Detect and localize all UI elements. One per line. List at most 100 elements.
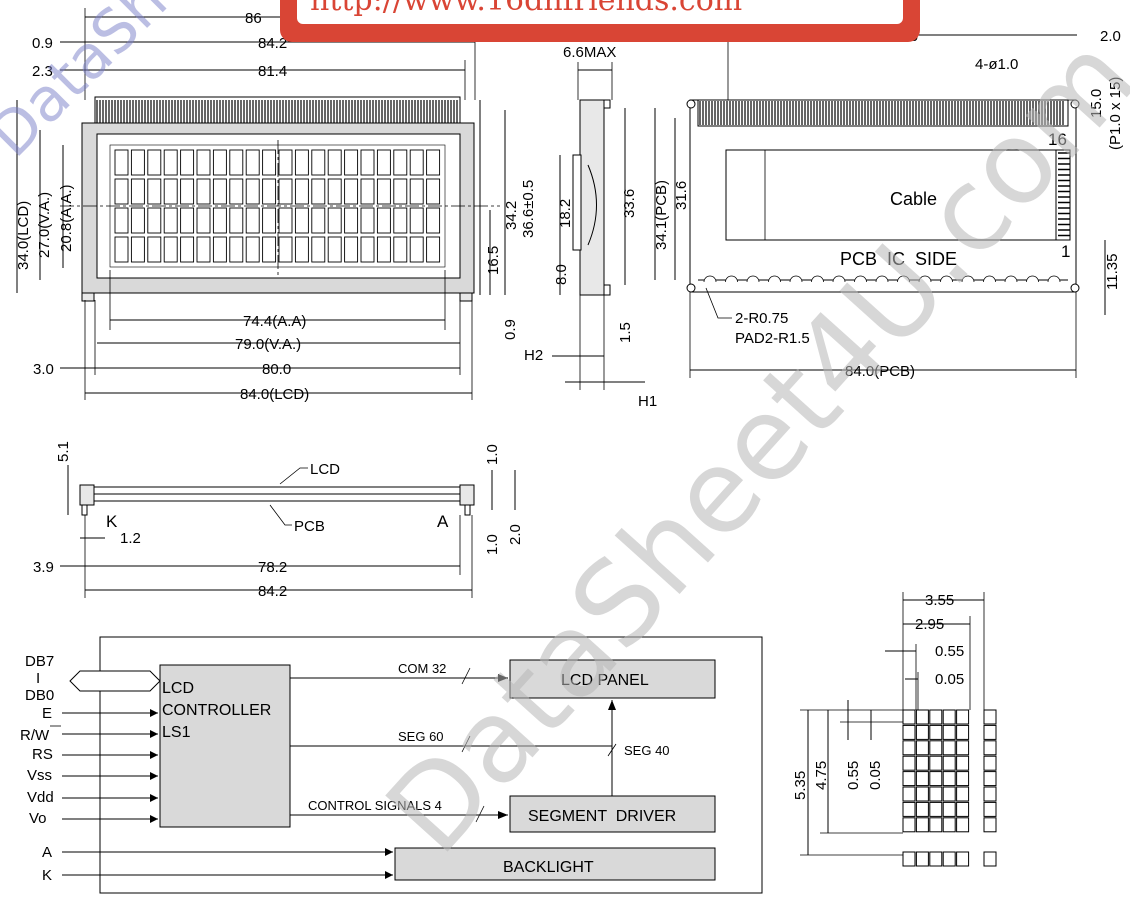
dim-78-2: 78.2: [258, 559, 287, 576]
dim-79-va: 79.0(V.A.): [235, 336, 301, 353]
dot: [942, 817, 956, 833]
block-backlight: BACKLIGHT: [503, 859, 594, 876]
char-cell: [344, 207, 359, 234]
label-a: A: [437, 512, 449, 531]
char-cell: [212, 236, 227, 263]
dot: [956, 786, 970, 802]
dot: [956, 724, 970, 740]
char-cell: [376, 236, 391, 263]
dot: [929, 755, 943, 771]
char-cell: [245, 178, 260, 205]
sig-seg40: SEG 40: [624, 743, 670, 758]
dot: [915, 724, 929, 740]
char-cell: [327, 236, 342, 263]
dot: [956, 801, 970, 817]
char-cell: [147, 178, 162, 205]
dim-34-1-pcb: 34.1(PCB): [653, 180, 670, 250]
char-cell: [130, 236, 145, 263]
dim-4-75: 4.75: [813, 761, 830, 790]
char-cell: [212, 149, 227, 176]
dot: [929, 817, 943, 833]
banner-url: http://www.16dnfriends.com: [310, 0, 742, 18]
char-cell: [327, 149, 342, 176]
dot: [942, 786, 956, 802]
dim-5-1: 5.1: [55, 441, 72, 462]
dot: [902, 771, 916, 787]
char-cell: [163, 207, 178, 234]
label-pin-16: 16: [1048, 130, 1067, 149]
dim-pitch: (P1.0 x 15): [1107, 77, 1124, 150]
char-cell: [147, 149, 162, 176]
char-cell: [393, 149, 408, 176]
char-cell: [409, 236, 424, 263]
char-cell: [180, 178, 195, 205]
char-cell: [147, 207, 162, 234]
dim-1-2: 1.2: [120, 530, 141, 547]
char-cell: [278, 236, 293, 263]
dim-16-5: 16.5: [485, 246, 502, 275]
dim-2-95: 2.95: [915, 616, 944, 633]
dot: [902, 817, 916, 833]
pin-hatch-rear: [699, 101, 1064, 125]
dot: [956, 709, 970, 725]
dot: [902, 740, 916, 756]
char-cell: [393, 178, 408, 205]
front-view: 86 5 84.2 81.4 0.9 2.3 34.0(LCD) 27.0(V.…: [15, 8, 537, 403]
char-cell: [393, 236, 408, 263]
label-pcb-ic-side: PCB IC SIDE: [840, 249, 957, 269]
char-cell: [327, 178, 342, 205]
dot: [956, 755, 970, 771]
dim-5-35: 5.35: [792, 771, 809, 800]
label-lcd: LCD: [310, 461, 340, 478]
dot: [915, 755, 929, 771]
dim-0-05-v: 0.05: [867, 761, 884, 790]
char-cell: [196, 149, 211, 176]
rear-view: 76.5±1.0 2.0 4-ø1.0 15.0 (P1.0 x 15) Cab…: [653, 28, 1124, 380]
dim-80: 80.0: [262, 361, 291, 378]
dim-6-6max: 6.6MAX: [563, 44, 616, 61]
dot-matrix: [902, 709, 997, 867]
char-cell: [163, 236, 178, 263]
dim-3-55: 3.55: [925, 592, 954, 609]
dim-27-va: 27.0(V.A.): [36, 192, 53, 258]
dim-34-2: 34.2: [503, 201, 520, 230]
input-db7: DB7: [25, 653, 54, 670]
label-cable: Cable: [890, 189, 937, 209]
char-cell: [245, 236, 260, 263]
input-e: E: [42, 705, 52, 722]
dot: [915, 771, 929, 787]
pad-row: [703, 275, 1061, 283]
char-cell: [114, 178, 129, 205]
dim-11-35: 11.35: [1104, 254, 1121, 290]
dim-0-55-h: 0.55: [935, 643, 964, 660]
char-cell: [426, 207, 441, 234]
input-rw: R/W: [20, 727, 50, 744]
char-cell: [426, 149, 441, 176]
char-cell: [360, 178, 375, 205]
character-grid: [114, 149, 441, 263]
char-cell: [278, 149, 293, 176]
input-sep: I: [36, 670, 40, 687]
char-cell: [311, 149, 326, 176]
char-cell: [294, 236, 309, 263]
char-cell: [147, 236, 162, 263]
dot: [929, 786, 943, 802]
char-cell: [196, 178, 211, 205]
dot: [942, 755, 956, 771]
dim-84-2: 84.2: [258, 35, 287, 52]
char-cell: [262, 178, 277, 205]
character-detail: 3.55 2.95 0.55 0.05 5.35 4.75 0.55 0.05: [792, 592, 997, 867]
char-cell: [360, 236, 375, 263]
controller-line2: CONTROLLER: [162, 702, 271, 719]
dim-pad2: PAD2-R1.5: [735, 330, 810, 347]
dim-2-0: 2.0: [1100, 28, 1121, 45]
label-h1: H1: [638, 393, 657, 410]
dim-1-0-top: 1.0: [484, 444, 501, 465]
dot: [956, 817, 970, 833]
dim-15-0: 15.0: [1088, 89, 1105, 118]
char-cell: [344, 178, 359, 205]
dim-86: 86: [245, 10, 262, 27]
char-cell: [426, 178, 441, 205]
char-cell: [163, 178, 178, 205]
dim-18-2: 18.2: [557, 199, 574, 228]
